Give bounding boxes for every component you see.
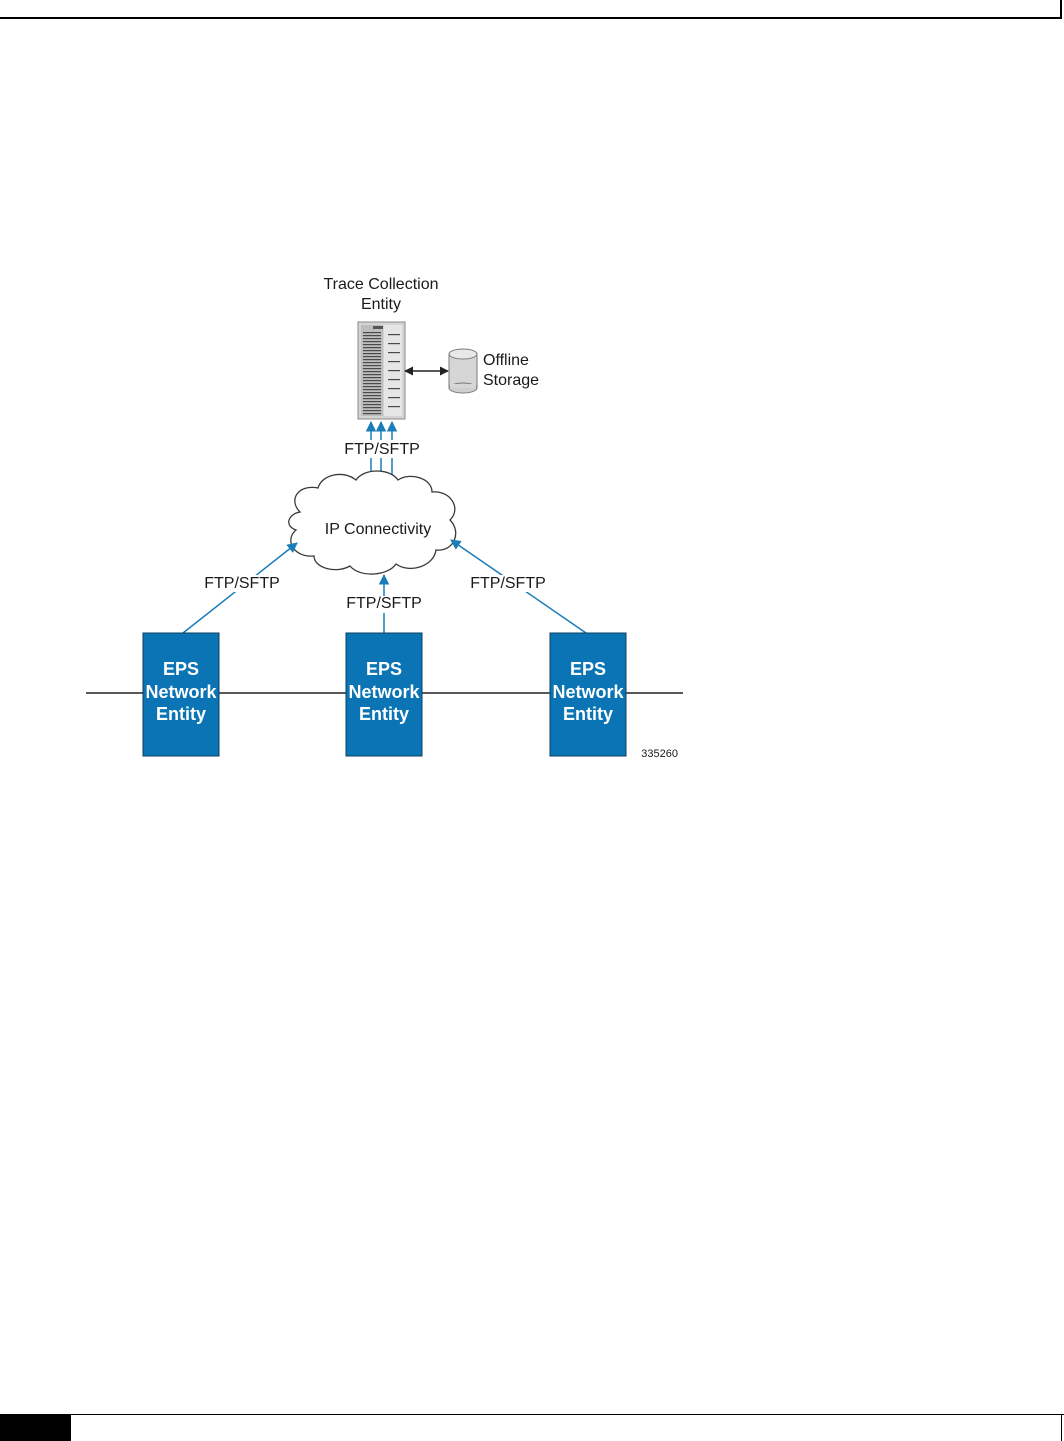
svg-text:EPS: EPS: [163, 659, 199, 679]
eps-network-entity-2: EPS Network Entity: [345, 632, 423, 757]
eps-network-entity-1: EPS Network Entity: [142, 632, 220, 757]
svg-text:Network: Network: [348, 682, 420, 702]
footer-rule: [1061, 1415, 1062, 1441]
link-label-right: FTP/SFTP: [470, 575, 546, 592]
offline-storage-label-line2: Storage: [483, 372, 539, 389]
svg-text:EPS: EPS: [570, 659, 606, 679]
offline-storage-label-line1: Offline: [483, 352, 529, 369]
svg-text:Network: Network: [145, 682, 217, 702]
svg-text:EPS: EPS: [366, 659, 402, 679]
footer-page-tab: [0, 1415, 71, 1441]
storage-cylinder-icon: [448, 348, 478, 394]
link-label-top: FTP/SFTP: [344, 441, 420, 458]
link-label-left: FTP/SFTP: [204, 575, 280, 592]
page-header-frame: [0, 0, 1062, 19]
svg-text:Entity: Entity: [359, 704, 409, 724]
svg-text:Entity: Entity: [563, 704, 613, 724]
cloud-label: IP Connectivity: [325, 521, 431, 538]
page-footer-frame: [0, 1414, 1064, 1441]
svg-text:Entity: Entity: [156, 704, 206, 724]
figure-id: 335260: [641, 748, 678, 760]
svg-text:Network: Network: [552, 682, 624, 702]
link-label-center: FTP/SFTP: [346, 595, 422, 612]
eps-network-entity-3: EPS Network Entity: [549, 632, 627, 757]
server-rack-icon: [357, 321, 406, 420]
trace-collection-entity-label-line1: Trace Collection: [323, 276, 438, 293]
trace-collection-entity-label-line2: Entity: [361, 296, 401, 313]
